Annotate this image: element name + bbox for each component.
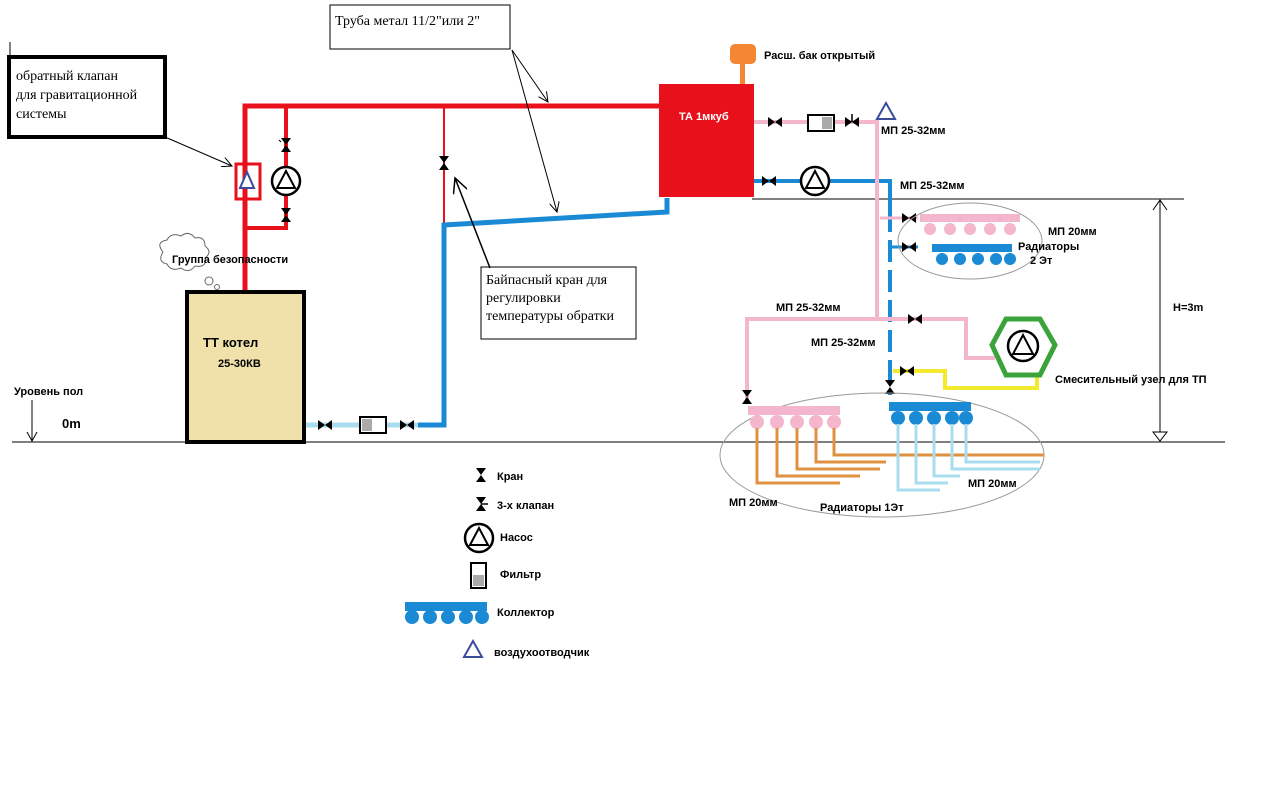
valve-icon [318, 420, 332, 430]
valve-icon [902, 242, 916, 252]
legend-filter-icon [470, 562, 487, 589]
air-vent-icon [875, 100, 897, 120]
floor1-pink-collector [748, 406, 841, 429]
legend-air-vent-label: воздухоотводчик [494, 647, 590, 659]
pipe-note-arrow-2 [511, 49, 557, 212]
radiators-floor2-line-1: Радиаторы [1018, 241, 1079, 253]
mp-20-left-label: МП 20мм [729, 497, 778, 509]
mp-top-2-label: МП 25-32мм [900, 180, 965, 192]
mp-left-label: МП 25-32мм [776, 302, 841, 314]
legend-three-way-valve-icon [476, 497, 488, 511]
heat-accumulator-tank [659, 84, 754, 197]
bypass-note-box [480, 266, 637, 340]
expansion-tank-label: Расш. бак открытый [764, 50, 875, 62]
height-arrow-top [1152, 199, 1168, 211]
bypass-note-line-3: температуры обратки [486, 309, 614, 324]
floor1-blue-collector [889, 402, 973, 425]
valve-icon [281, 208, 291, 222]
height-arrow-bottom [1151, 431, 1169, 442]
floor1-orange-pipes [755, 428, 1044, 485]
floor1-light-blue-pipes [896, 424, 1040, 492]
floor2-blue-collector [932, 244, 1016, 265]
pump-icon [270, 165, 302, 197]
floor2-radiators-ellipse [897, 202, 1043, 280]
pipe-note-arrow-1 [511, 49, 548, 102]
pink-main-branch [745, 317, 995, 400]
legend-valve-icon [476, 468, 486, 482]
check-valve-note-line-1: обратный клапан [16, 69, 119, 84]
check-valve-note-line-3: системы [16, 107, 67, 122]
pump-bypass-pipe [245, 106, 288, 230]
bypass-note-line-1: Байпасный кран для [486, 273, 608, 288]
pump-icon [799, 165, 831, 197]
mp-top-1-label: МП 25-32мм [881, 125, 946, 137]
radiators-floor2-line-2: 2 Эт [1030, 255, 1053, 267]
boiler-power: 25-30КВ [218, 358, 261, 370]
expansion-tank-connector [740, 60, 745, 84]
three-way-valve-icon [845, 114, 859, 127]
radiators-floor1-label: Радиаторы 1Эт [820, 502, 904, 514]
valve-icon [908, 314, 922, 324]
yellow-pipe [893, 369, 1039, 390]
ta-blue-outlet-pipe [754, 179, 892, 210]
safety-group-label: Группа безопасности [172, 254, 288, 266]
legend-pump-icon [463, 522, 495, 554]
pipe-note-box [329, 4, 511, 50]
valve-icon [439, 156, 449, 170]
mp-20-floor2-label: МП 20мм [1048, 226, 1097, 238]
check-valve-vent-icon [238, 169, 256, 189]
zero-mark: 0m [62, 416, 81, 431]
legend-valve-label: Кран [497, 471, 523, 483]
legend-collector-icon [405, 602, 489, 624]
valve-icon [742, 390, 752, 404]
valve-icon [400, 420, 414, 430]
legend-collector-label: Коллектор [497, 607, 555, 619]
boiler-title: ТТ котел [203, 335, 258, 350]
valve-icon [902, 213, 916, 223]
legend-filter-label: Фильтр [500, 569, 541, 581]
ta-pink-outlet-pipe [754, 120, 879, 318]
floor-level-arrow-head [26, 431, 38, 443]
mixing-unit-pump-icon [989, 316, 1058, 378]
supply-main-pipe [242, 103, 659, 292]
filter-icon [359, 416, 387, 434]
heat-accumulator-label: ТА 1мкуб [679, 111, 729, 123]
legend-three-way-valve-label: 3-х клапан [497, 500, 554, 512]
legend-pump-label: Насос [500, 532, 533, 544]
check-valve-note-arrow [164, 136, 232, 166]
valve-icon [885, 380, 895, 394]
valve-icon [768, 117, 782, 127]
return-main-pipe [418, 198, 670, 428]
mp-mid-label: МП 25-32мм [811, 337, 876, 349]
check-valve-note-box [7, 55, 167, 139]
valve-icon [762, 176, 776, 186]
valve-icon [278, 138, 291, 152]
boiler-body [185, 290, 306, 444]
check-valve-frame [234, 162, 262, 201]
cloud-bubble-small-icon [214, 284, 220, 290]
three-way-valve-icon [900, 366, 914, 376]
pipe-note-text: Труба метал 11/2"или 2" [335, 14, 480, 29]
height-label: H=3m [1173, 302, 1203, 314]
mixing-unit-label: Смесительный узел для ТП [1055, 374, 1207, 386]
floor2-pink-collector [920, 214, 1020, 235]
mp-20-right-label: МП 20мм [968, 478, 1017, 490]
bypass-note-arrow [455, 178, 491, 269]
floor-level-label: Уровень пол [14, 386, 83, 398]
cloud-bubble-icon [204, 276, 214, 286]
legend-air-vent-icon [462, 638, 484, 658]
check-valve-note-line-2: для гравитационной [16, 88, 138, 103]
safety-group-cloud-icon [159, 232, 210, 272]
bypass-note-line-2: регулировки [486, 291, 561, 306]
filter-icon [807, 114, 835, 132]
expansion-tank-icon [730, 44, 756, 64]
